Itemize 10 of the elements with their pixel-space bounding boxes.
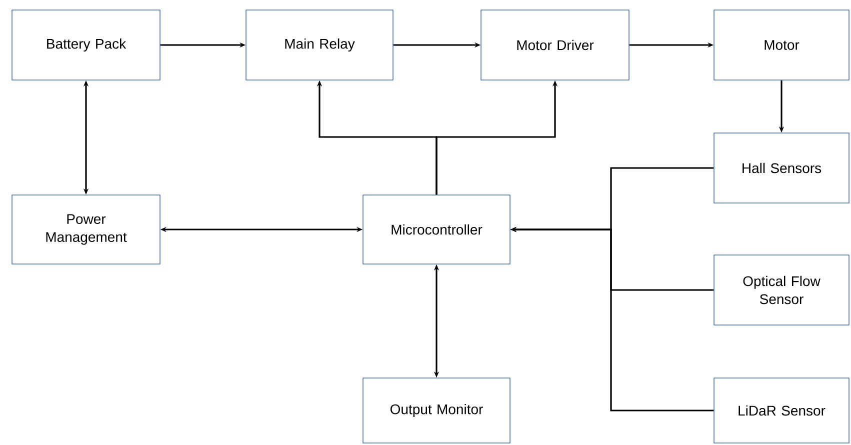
- block-box: Output Monitor: [362, 378, 510, 444]
- block-box: Motor: [714, 10, 850, 80]
- block-box: Hall Sensors: [714, 132, 850, 204]
- block-box: Main Relay: [246, 10, 394, 80]
- block-box: Optical Flow Sensor: [714, 254, 850, 326]
- block-box: Motor Driver: [480, 10, 630, 80]
- block-box: LiDaR Sensor: [714, 378, 850, 444]
- block-box: Battery Pack: [12, 10, 160, 80]
- block-box: Power Management: [12, 194, 160, 264]
- block-box: Microcontroller: [362, 194, 510, 264]
